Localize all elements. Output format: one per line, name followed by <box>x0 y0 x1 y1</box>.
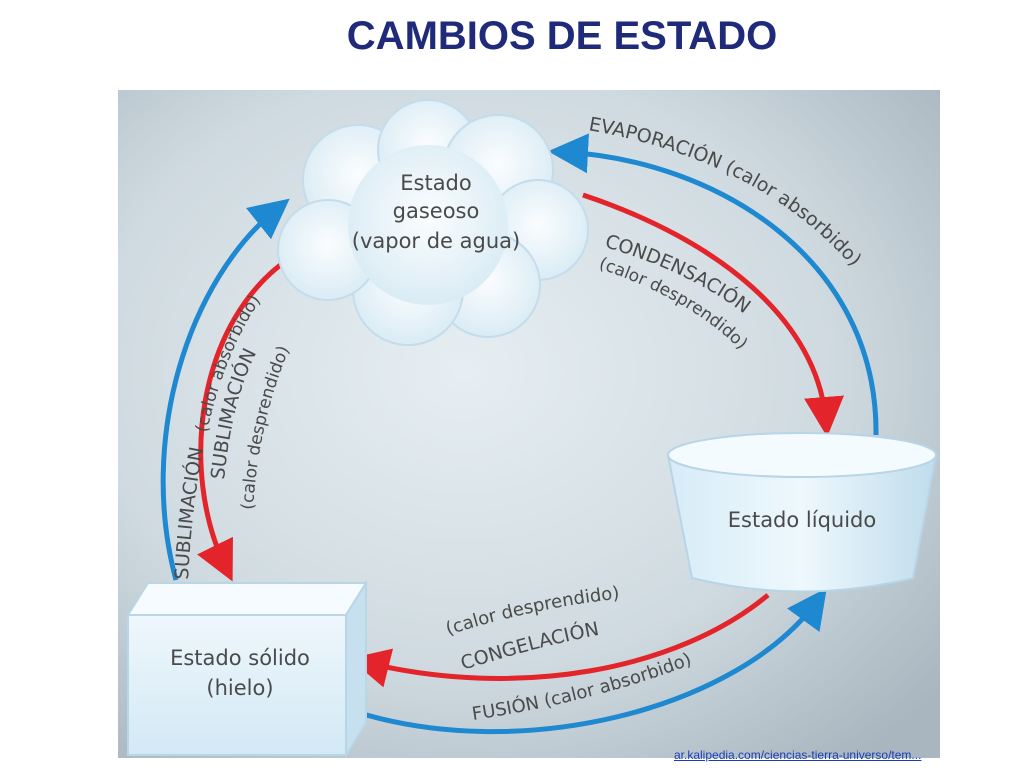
gas-state-label: Estado <box>400 171 472 195</box>
solid-state-description: (hielo) <box>206 676 273 700</box>
source-link[interactable]: ar.kalipedia.com/ciencias-tierra-univers… <box>674 748 922 762</box>
liquid-state-label: Estado líquido <box>728 508 877 532</box>
gas-state-label-2: gaseoso <box>393 199 480 223</box>
fusion-arrow <box>349 587 827 734</box>
page-title: CAMBIOS DE ESTADO <box>346 14 778 58</box>
liquid-state-container <box>666 432 938 593</box>
solid-state-ice-cube <box>126 579 368 758</box>
states-of-matter-diagram: Estado gaseoso (vapor de agua) Estado lí… <box>118 90 940 758</box>
gas-state-description: (vapor de agua) <box>352 229 520 253</box>
gas-state-cloud <box>277 99 589 346</box>
condensation-arrow <box>582 192 844 437</box>
solid-state-label: Estado sólido <box>170 646 310 670</box>
freezing-arrow <box>349 593 770 688</box>
sublimation-absorbed-arrow <box>160 198 290 581</box>
sublimation-released-arrow <box>197 255 292 582</box>
evaporation-arrow <box>548 133 879 436</box>
